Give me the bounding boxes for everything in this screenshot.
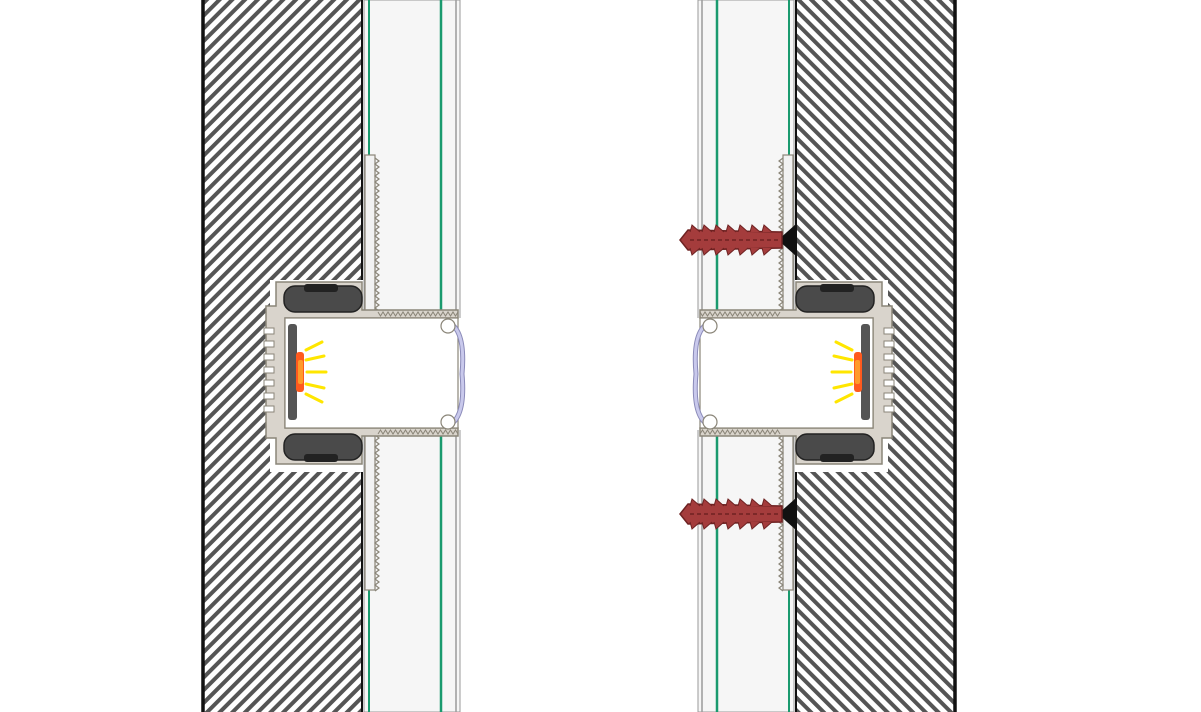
diffuser-clip	[702, 318, 718, 334]
cooling-rib	[263, 405, 275, 413]
dowel-barb	[737, 521, 749, 530]
left-profile-assembly	[201, 0, 466, 712]
channel-bottom-teeth	[377, 429, 459, 435]
dowel-barb	[725, 224, 737, 233]
wall-plug-dowel	[679, 229, 783, 251]
diffuser-clip	[702, 414, 718, 430]
cooling-rib	[883, 379, 895, 387]
dowel-barb	[689, 521, 701, 530]
gasket-lip	[820, 284, 854, 292]
light-ray	[304, 382, 326, 390]
light-ray	[832, 354, 854, 362]
light-ray	[304, 392, 324, 404]
cooling-rib	[883, 327, 895, 335]
dowel-barb	[689, 247, 701, 256]
light-ray	[834, 340, 854, 352]
right-profile-assembly	[679, 0, 957, 712]
cooling-rib	[883, 405, 895, 413]
screw-head	[778, 498, 796, 530]
channel-bottom-teeth	[699, 429, 781, 435]
channel-top-teeth	[699, 311, 781, 317]
dowel-barb	[737, 498, 749, 507]
cooling-rib	[263, 327, 275, 335]
dowel-barb	[713, 224, 725, 233]
lower-flange	[364, 431, 376, 591]
diffuser-clip	[440, 318, 456, 334]
dowel-barb	[725, 498, 737, 507]
cooling-rib	[883, 392, 895, 400]
dowel-barb	[701, 521, 713, 530]
gasket-lip	[304, 454, 338, 462]
light-ray	[304, 340, 324, 352]
dowel-barb	[737, 247, 749, 256]
dowel-barb	[761, 224, 773, 233]
gasket-lip	[820, 454, 854, 462]
dowel-barb	[761, 521, 773, 530]
cooling-rib	[883, 366, 895, 374]
dowel-barb	[701, 247, 713, 256]
dowel-barb	[761, 247, 773, 256]
cooling-rib	[263, 379, 275, 387]
dowel-barb	[701, 224, 713, 233]
dowel-barb	[689, 224, 701, 233]
cooling-rib	[883, 340, 895, 348]
dowel-barb	[689, 498, 701, 507]
diffuser-cover-inner	[693, 320, 711, 428]
light-ray	[832, 382, 854, 390]
cooling-rib	[263, 340, 275, 348]
dowel-barb	[749, 224, 761, 233]
dowel-barb	[725, 521, 737, 530]
led-strip-pcb	[861, 324, 870, 420]
dowel-barb	[725, 247, 737, 256]
dowel-barb	[749, 521, 761, 530]
diffuser-clip	[440, 414, 456, 430]
dowel-barb	[701, 498, 713, 507]
dowel-barb	[737, 224, 749, 233]
cooling-rib	[263, 366, 275, 374]
led-strip-pcb	[288, 324, 297, 420]
cooling-rib	[263, 392, 275, 400]
light-ray	[304, 354, 326, 362]
upper-flange-teeth	[374, 157, 380, 315]
cooling-rib	[883, 353, 895, 361]
light-ray	[834, 392, 854, 404]
dowel-barb	[749, 247, 761, 256]
dowel-barb	[713, 521, 725, 530]
led-chip-core	[298, 360, 303, 384]
cooling-rib	[263, 353, 275, 361]
diffuser-cover-inner	[447, 320, 465, 428]
upper-flange	[364, 154, 376, 316]
lower-flange-teeth	[374, 434, 380, 592]
channel-top-teeth	[377, 311, 459, 317]
screw-head	[778, 224, 796, 256]
dowel-barb	[749, 498, 761, 507]
led-chip-core	[855, 360, 860, 384]
dowel-barb	[761, 498, 773, 507]
wall-plug-dowel	[679, 503, 783, 525]
gasket-lip	[304, 284, 338, 292]
dowel-barb	[713, 498, 725, 507]
dowel-barb	[713, 247, 725, 256]
